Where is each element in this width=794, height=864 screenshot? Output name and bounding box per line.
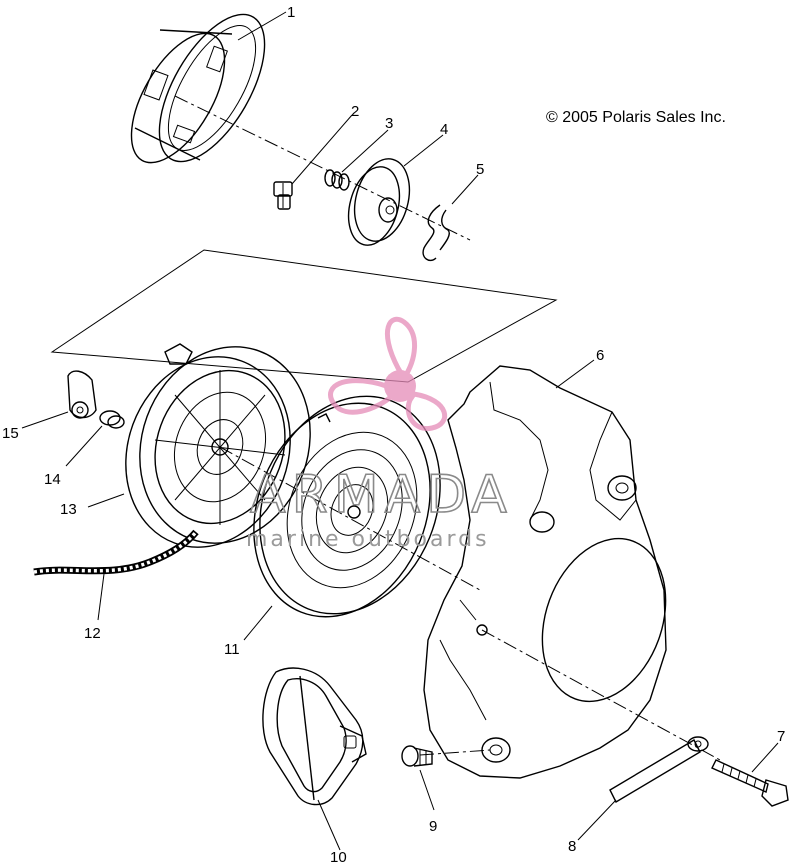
callout-4: 4 — [440, 121, 448, 138]
watermark-logo — [328, 316, 448, 432]
part-3-spring — [324, 169, 350, 191]
callout-14: 14 — [44, 471, 61, 488]
part-4-drive-plate — [347, 158, 411, 246]
part-9-bolt — [401, 745, 433, 767]
callout-5: 5 — [476, 161, 484, 178]
part-14-pawl-spring — [99, 410, 125, 429]
part-12-starter-rope — [33, 529, 199, 576]
axis-line-top — [174, 95, 471, 241]
watermark-brand: ARMADA — [250, 465, 513, 525]
part-1-starter-cup — [130, 13, 266, 164]
callout-8: 8 — [568, 838, 576, 855]
part-2-bolt — [273, 181, 293, 210]
callout-9: 9 — [429, 818, 437, 835]
axis-line-lower — [481, 629, 721, 761]
callout-7: 7 — [777, 728, 785, 745]
axis-line-bolt — [419, 749, 491, 756]
callout-6: 6 — [596, 347, 604, 364]
callout-12: 12 — [84, 625, 101, 642]
copyright-notice: © 2005 Polaris Sales Inc. — [546, 109, 726, 126]
callout-10: 10 — [330, 849, 347, 864]
part-6-starter-housing — [423, 365, 667, 779]
part-11-recoil-spring — [253, 395, 441, 618]
callout-15: 15 — [2, 425, 19, 442]
part-5-clip — [422, 204, 450, 262]
part-15-pawl — [67, 370, 97, 419]
callout-1: 1 — [287, 4, 295, 21]
watermark-tagline: marine outboards — [246, 527, 490, 552]
leader-lines — [21, 11, 779, 851]
part-7-housing-bolt — [711, 759, 789, 807]
part-8-bracket — [609, 736, 709, 803]
callout-11: 11 — [224, 641, 240, 658]
callout-2: 2 — [351, 103, 359, 120]
callout-13: 13 — [60, 501, 77, 518]
group-box — [50, 249, 558, 383]
part-10-starter-handle — [262, 667, 367, 806]
callout-3: 3 — [385, 115, 393, 132]
